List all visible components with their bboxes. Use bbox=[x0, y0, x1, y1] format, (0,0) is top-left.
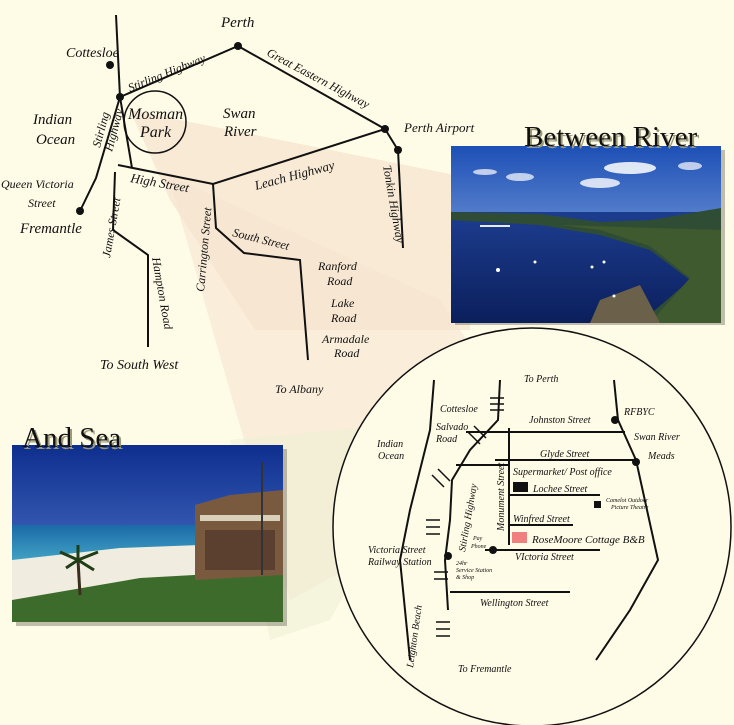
fremantle-marker bbox=[76, 207, 84, 215]
local-victoria-station-1: Victoria Street bbox=[368, 545, 426, 556]
local-pay: Pay bbox=[472, 536, 483, 542]
label-queen-victoria: Queen Victoria bbox=[1, 177, 74, 191]
local-camelot-line2: Picture Theatre bbox=[610, 505, 649, 511]
label-park: Park bbox=[139, 124, 172, 141]
local-roads bbox=[398, 379, 660, 661]
local-monument-street: Monument Street bbox=[496, 463, 507, 532]
local-map-circle bbox=[332, 327, 732, 725]
supermarket-marker bbox=[513, 482, 528, 492]
railway-ticks bbox=[426, 397, 504, 637]
rfbyc-marker bbox=[611, 416, 619, 424]
local-salvado-road: Road bbox=[435, 434, 458, 445]
label-lake: Lake bbox=[330, 296, 355, 310]
mosman-junction-marker bbox=[116, 93, 124, 101]
local-to-fremantle: To Fremantle bbox=[458, 664, 512, 675]
label-mosman: Mosman bbox=[127, 106, 183, 123]
swan-river-meads-marker bbox=[632, 458, 640, 466]
label-perth-airport: Perth Airport bbox=[403, 120, 475, 135]
local-victoria-station-2: Railway Station bbox=[367, 557, 432, 568]
local-wellington-street: Wellington Street bbox=[480, 598, 549, 609]
river-photo bbox=[451, 146, 725, 325]
label-river: River bbox=[223, 124, 257, 140]
local-victoria-street: VIctoria Street bbox=[515, 552, 574, 563]
local-service-2: Service Station bbox=[456, 568, 492, 574]
airport-junction-marker bbox=[381, 125, 389, 133]
local-rfbyc: RFBYC bbox=[623, 407, 655, 418]
sea-photo bbox=[12, 445, 287, 626]
local-meads: Meads bbox=[647, 451, 675, 462]
heading-and-sea-shadow: And Sea bbox=[24, 424, 123, 456]
label-cottesloe: Cottesloe bbox=[66, 46, 119, 61]
local-supermarket: Supermarket/ Post office bbox=[513, 467, 612, 478]
local-camelot-line1: Camelot Outdoor bbox=[606, 498, 649, 504]
camelot-marker bbox=[594, 501, 601, 508]
perth-airport-marker bbox=[394, 146, 402, 154]
local-winfred-street: Winfred Street bbox=[513, 514, 570, 525]
label-to-south-west: To South West bbox=[100, 358, 179, 373]
local-phone: Phone bbox=[470, 544, 487, 550]
label-swan: Swan bbox=[223, 106, 256, 122]
rosemoore-marker bbox=[512, 532, 527, 543]
pay-phone-marker bbox=[489, 546, 497, 554]
label-perth: Perth bbox=[220, 15, 254, 31]
label-ocean: Ocean bbox=[36, 132, 75, 148]
local-glyde-street: Glyde Street bbox=[540, 449, 590, 460]
local-swan-river: Swan River bbox=[634, 432, 680, 443]
local-johnston-street: Johnston Street bbox=[529, 415, 591, 426]
heading-between-river-shadow: Between River bbox=[526, 123, 699, 155]
local-salvado: Salvado bbox=[436, 422, 468, 433]
label-fremantle: Fremantle bbox=[19, 221, 82, 237]
victoria-station-marker bbox=[444, 552, 452, 560]
cottesloe-marker bbox=[106, 61, 114, 69]
local-cottesloe: Cottesloe bbox=[440, 404, 478, 415]
local-to-perth: To Perth bbox=[524, 374, 558, 385]
label-to-albany: To Albany bbox=[275, 382, 324, 396]
local-rosemoore: RoseMoore Cottage B&B bbox=[531, 534, 645, 546]
label-lake-road: Road bbox=[330, 311, 357, 325]
label-ranford-road: Road bbox=[326, 274, 353, 288]
label-great-eastern-highway: Great Eastern Highway bbox=[265, 45, 373, 111]
label-armadale-road: Road bbox=[333, 346, 360, 360]
label-james-street: James Street bbox=[99, 196, 123, 259]
local-lochee-street: Lochee Street bbox=[532, 484, 588, 495]
local-service-3: & Shop bbox=[456, 575, 474, 581]
label-armadale: Armadale bbox=[321, 332, 370, 346]
local-ocean: Ocean bbox=[378, 451, 404, 462]
label-indian: Indian bbox=[32, 112, 72, 128]
mosman-park-circle bbox=[123, 90, 187, 154]
local-indian: Indian bbox=[376, 439, 403, 450]
label-stirling-highway-top: Stirling Highway bbox=[126, 51, 208, 95]
perth-marker bbox=[234, 42, 242, 50]
label-street: Street bbox=[28, 196, 56, 210]
local-service-1: 24hr bbox=[456, 560, 468, 567]
label-ranford: Ranford bbox=[317, 259, 358, 273]
heading-and-sea: And Sea bbox=[22, 422, 121, 454]
label-hampton-road: Hampton Road bbox=[149, 255, 176, 331]
heading-between-river: Between River bbox=[524, 121, 697, 153]
